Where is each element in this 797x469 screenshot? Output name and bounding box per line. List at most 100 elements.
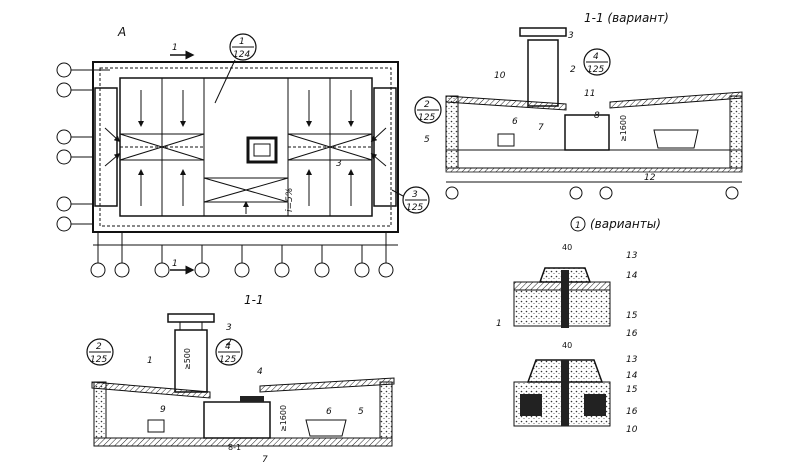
- plan-view: A: [56, 25, 430, 278]
- section-variant-label: 10: [494, 71, 506, 81]
- section-variant-callout-left: [414, 96, 442, 124]
- plan-right-block: [373, 87, 397, 207]
- section-main-callout-right: [215, 338, 243, 366]
- details-dim-top: 40: [562, 243, 572, 252]
- section-main-cabinet: [203, 401, 271, 439]
- details-title: (варианты): [590, 217, 661, 231]
- section-main-label: 4: [257, 367, 263, 377]
- section-main-label: 5: [358, 407, 364, 417]
- section-main-equipment-6: [305, 419, 347, 437]
- section-main-dim-small: ≥1600: [279, 405, 288, 432]
- section-main-callout-left-den: 125: [90, 355, 107, 365]
- plan-callout-right-num: 3: [412, 190, 418, 200]
- section-variant-shaft-cap: [519, 27, 567, 37]
- section-variant-callout-left-den: 125: [418, 113, 435, 123]
- plan-axis-bubbles-bottom: [90, 232, 398, 278]
- plan-outer-wall: [92, 61, 399, 233]
- plan-cut-marker-right: 3: [336, 159, 342, 169]
- section-variant-label: 12: [644, 173, 656, 183]
- plan-callout-right-den: 125: [406, 203, 423, 213]
- section-main-title: 1-1: [244, 293, 264, 307]
- details-label: 13: [626, 251, 638, 261]
- section-main-label: 7: [262, 455, 268, 465]
- section-main-callout-left-num: 2: [96, 342, 102, 352]
- section-variant-label: 5: [424, 135, 430, 145]
- plan-cells: [119, 78, 373, 216]
- details-dim-bottom: 40: [562, 341, 572, 350]
- section-main-label: 1: [147, 356, 153, 366]
- section-main-shaft-cap: [167, 313, 215, 323]
- section-variant-label: 8: [594, 111, 600, 121]
- details-title-num: 1: [575, 221, 581, 231]
- section-variant: 1-1 (вариант) ≥1600 2 125 4 125 2 3 5 6: [414, 11, 743, 200]
- section-main-dim-vertical: ≥500: [183, 348, 192, 370]
- details-label: 16: [626, 329, 638, 339]
- section-variant-callout-right-num: 4: [593, 52, 599, 62]
- section-main-shaft: [174, 329, 208, 393]
- section-variant-wall-right: [729, 95, 743, 169]
- section-main-equipment-9: [147, 419, 165, 433]
- details-label: 10: [626, 425, 638, 435]
- section-variant-dim-vertical: ≥1600: [619, 115, 628, 142]
- section-variant-wall-left: [445, 95, 459, 169]
- section-main: 1-1 ≥500 ≥1600 8-1 2 125 4 125 1 2 3: [86, 293, 395, 465]
- section-variant-callout-right: [583, 48, 611, 76]
- detail-bottom-bolt: [561, 360, 569, 426]
- section-variant-label: 2: [570, 65, 576, 75]
- section-variant-callout-left-num: 2: [424, 100, 430, 110]
- section-variant-label: 6: [512, 117, 518, 127]
- plan-cut-marker: 1: [172, 43, 178, 53]
- plan-callout-top-den: 124: [233, 50, 250, 60]
- section-variant-label: 11: [584, 89, 595, 99]
- section-main-label: 3: [226, 323, 232, 333]
- details-label: 14: [626, 271, 638, 281]
- section-main-floor: [93, 437, 393, 447]
- section-main-callout-left: [86, 338, 114, 366]
- plan-inner-wall: [99, 67, 392, 227]
- details-label: 13: [626, 355, 638, 365]
- details-variants: 1 (варианты) 40 40 13 14 15 16 1 13 14 1…: [496, 216, 661, 435]
- details-label: 15: [626, 311, 638, 321]
- plan-shaft-inner: [253, 143, 271, 157]
- section-variant-roof-right: [609, 91, 743, 109]
- section-main-roof-right: [259, 377, 395, 393]
- detail-top-bolt: [561, 270, 569, 328]
- plan-axis-bubbles-left: [56, 62, 110, 232]
- details-title-bubble: [570, 216, 586, 232]
- plan-cut-marker-bottom: 1: [172, 259, 178, 269]
- plan-callout-top-num: 1: [239, 37, 245, 47]
- plan-flow-arrows: [104, 90, 387, 214]
- section-variant-shaft: [527, 39, 559, 107]
- section-main-wall-left: [93, 381, 107, 439]
- section-main-dim-bottom: 8-1: [228, 443, 241, 452]
- section-variant-label: 3: [568, 31, 574, 41]
- plan-callout-right: [402, 186, 430, 214]
- details-label: 1: [496, 319, 502, 329]
- section-variant-callout-right-den: 125: [587, 65, 604, 75]
- section-main-wall-right: [379, 381, 393, 439]
- plan-shaft: [246, 136, 278, 164]
- plan-slope: i=5%: [285, 188, 295, 212]
- section-variant-roof-left: [445, 95, 567, 111]
- section-variant-title: 1-1 (вариант): [584, 11, 669, 25]
- plan-callout-top: [229, 33, 257, 61]
- section-main-callout-right-num: 4: [225, 342, 231, 352]
- section-main-roof-left: [91, 381, 211, 399]
- section-variant-label: 7: [538, 123, 544, 133]
- section-variant-equipment-6a: [497, 133, 515, 147]
- section-variant-equipment-6b: [653, 129, 699, 149]
- section-main-label: 9: [160, 405, 166, 415]
- section-main-label: 6: [326, 407, 332, 417]
- section-main-callout-right-den: 125: [219, 355, 236, 365]
- section-variant-axis-bubbles: [445, 181, 742, 200]
- details-label: 14: [626, 371, 638, 381]
- section-variant-floor: [445, 149, 743, 169]
- details-label: 15: [626, 385, 638, 395]
- plan-left-block: [94, 87, 118, 207]
- section-main-label: 2: [226, 338, 232, 348]
- plan-title: A: [117, 25, 126, 39]
- section-variant-cabinet: [564, 114, 610, 151]
- details-label: 16: [626, 407, 638, 417]
